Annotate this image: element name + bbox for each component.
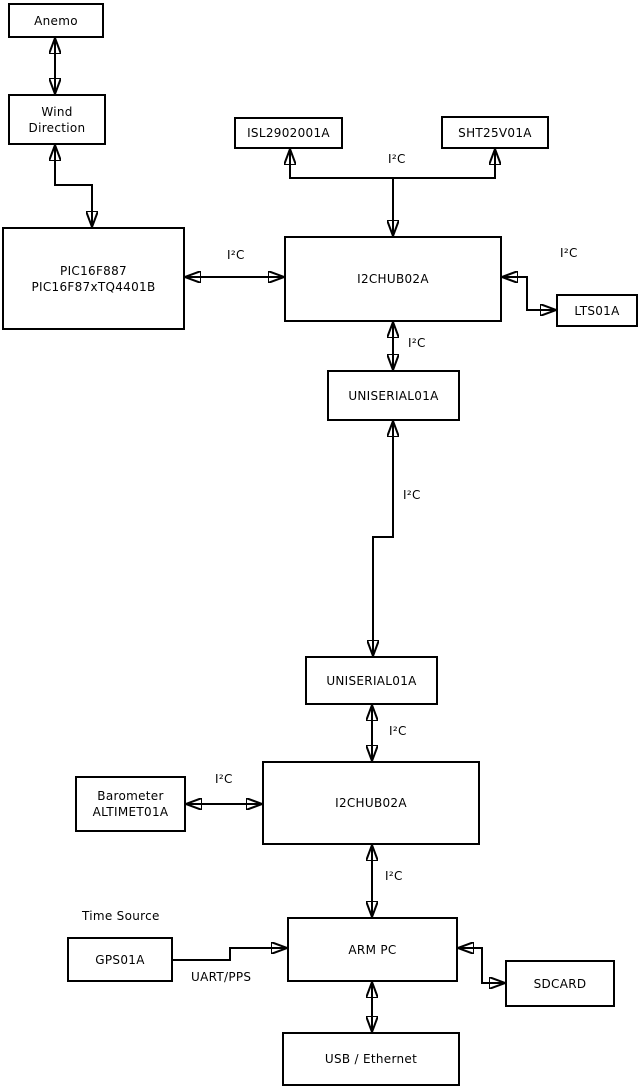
node-pic16f887-label-line1: PIC16F887: [60, 263, 127, 278]
node-wind-direction-label-line1: Wind: [41, 104, 73, 119]
node-anemo-label: Anemo: [34, 13, 78, 28]
node-sht25v01a: SHT25V01A: [441, 116, 549, 149]
node-anemo: Anemo: [8, 3, 104, 38]
node-lts01a: LTS01A: [556, 294, 638, 327]
edge-gps-armpc: [173, 948, 287, 961]
node-uniserial01a-upper-label: UNISERIAL01A: [348, 388, 439, 403]
node-arm-pc-label: ARM PC: [348, 942, 397, 957]
edge-uniserial1-uniserial2: [373, 421, 393, 656]
edge-label-uart-pps: UART/PPS: [191, 970, 252, 984]
node-pic16f887-label-line2: PIC16F87xTQ4401B: [31, 279, 156, 294]
node-i2chub02a-upper: I2CHUB02A: [284, 236, 502, 322]
node-barometer-label-line2: ALTIMET01A: [92, 805, 169, 819]
node-wind-direction: Wind Direction: [8, 94, 106, 145]
node-arm-pc: ARM PC: [287, 917, 458, 982]
node-usb-ethernet-label: USB / Ethernet: [324, 1052, 418, 1066]
node-pic16f887: PIC16F887 PIC16F87xTQ4401B: [2, 227, 185, 330]
node-isl2902001a: ISL2902001A: [234, 117, 343, 149]
node-uniserial01a-lower-label: UNISERIAL01A: [326, 673, 417, 688]
edge-label-i2c-barometer-hub2: I²C: [215, 772, 233, 786]
node-sdcard-label: SDCARD: [533, 976, 587, 991]
edge-label-i2c-top-junction: I²C: [388, 152, 406, 166]
node-i2chub02a-upper-label: I2CHUB02A: [357, 272, 429, 286]
node-sht25v01a-label: SHT25V01A: [458, 125, 532, 140]
edge-wind-pic: [55, 145, 92, 227]
edge-label-i2c-pic-hub1: I²C: [227, 248, 245, 262]
node-sdcard: SDCARD: [505, 960, 615, 1007]
node-lts01a-label: LTS01A: [574, 303, 620, 318]
node-gps01a-label: GPS01A: [95, 952, 145, 967]
node-isl2902001a-label: ISL2902001A: [247, 126, 330, 140]
edge-label-i2c-uniserial1-uniserial2: I²C: [403, 488, 421, 502]
edge-armpc-sdcard: [458, 948, 505, 983]
node-usb-ethernet: USB / Ethernet: [282, 1032, 460, 1086]
edge-hub1-lts: [502, 277, 556, 310]
node-wind-direction-label-line2: Direction: [28, 120, 86, 135]
edge-label-i2c-hub1-lts: I²C: [560, 246, 578, 260]
edge-label-time-source: Time Source: [82, 909, 160, 923]
edge-label-i2c-uniserial2-hub2: I²C: [389, 724, 407, 738]
node-i2chub02a-lower-label: I2CHUB02A: [335, 796, 407, 810]
node-uniserial01a-upper: UNISERIAL01A: [327, 370, 460, 421]
node-uniserial01a-lower: UNISERIAL01A: [305, 656, 438, 705]
node-barometer-altimet01a: Barometer ALTIMET01A: [75, 776, 186, 832]
node-i2chub02a-lower: I2CHUB02A: [262, 761, 480, 845]
edge-label-i2c-hub1-uniserial1: I²C: [408, 336, 426, 350]
edge-label-i2c-hub2-armpc: I²C: [385, 869, 403, 883]
node-gps01a: GPS01A: [67, 937, 173, 982]
node-barometer-label-line1: Barometer: [97, 789, 164, 803]
